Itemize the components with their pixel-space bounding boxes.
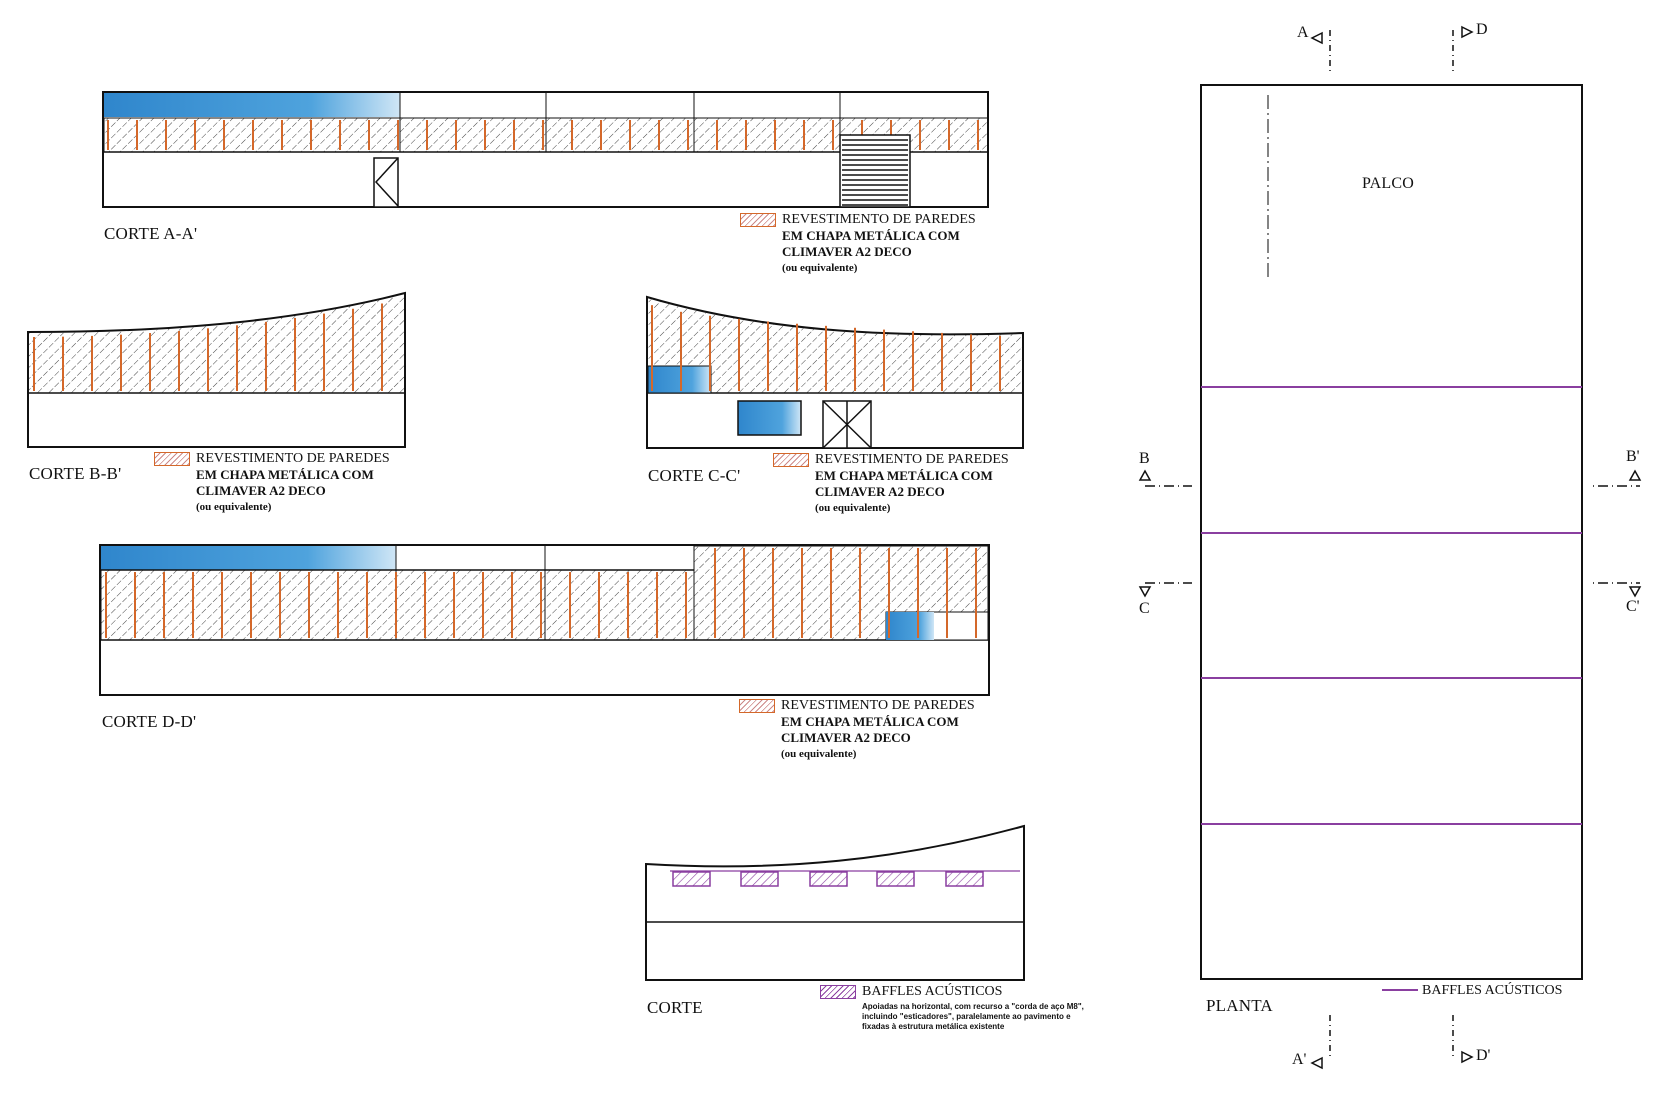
mark-a: A bbox=[1297, 24, 1309, 41]
legend-wall-c: REVESTIMENTO DE PAREDES EM CHAPA METÁLIC… bbox=[773, 452, 1009, 516]
mark-d: D bbox=[1476, 21, 1488, 38]
legend-line: EM CHAPA METÁLICA COM bbox=[196, 467, 374, 482]
legend-baffles-title: BAFFLES ACÚSTICOS bbox=[862, 984, 1003, 999]
label-palco: PALCO bbox=[1362, 175, 1414, 192]
legend-line: REVESTIMENTO DE PAREDES bbox=[782, 212, 976, 227]
section-b-b bbox=[27, 291, 406, 448]
legend-line: EM CHAPA METÁLICA COM bbox=[781, 714, 959, 729]
mark-c-prime: C' bbox=[1626, 598, 1640, 615]
mark-d-prime: D' bbox=[1476, 1047, 1491, 1064]
cladding-swatch-icon bbox=[739, 699, 775, 713]
legend-line: (ou equivalente) bbox=[196, 501, 272, 513]
label-planta: PLANTA bbox=[1206, 996, 1273, 1015]
legend-baffles-note: Apoiadas na horizontal, com recurso a "c… bbox=[862, 1002, 1084, 1031]
cladding-swatch-icon bbox=[740, 213, 776, 227]
mark-a-prime: A' bbox=[1292, 1051, 1307, 1068]
label-corte-a-a: CORTE A-A' bbox=[104, 224, 198, 243]
baffle-mark bbox=[672, 871, 711, 887]
legend-line: CLIMAVER A2 DECO bbox=[782, 244, 912, 259]
section-d-d bbox=[99, 544, 990, 696]
section-c-c bbox=[646, 295, 1024, 449]
legend-baffles: BAFFLES ACÚSTICOS bbox=[820, 984, 1002, 1000]
legend-line: (ou equivalente) bbox=[782, 262, 858, 274]
legend-wall-d: REVESTIMENTO DE PAREDES EM CHAPA METÁLIC… bbox=[739, 698, 975, 762]
legend-line: (ou equivalente) bbox=[815, 502, 891, 514]
section-a-a bbox=[102, 91, 989, 208]
mark-b-prime: B' bbox=[1626, 448, 1640, 465]
cladding-swatch-icon bbox=[773, 453, 809, 467]
plan bbox=[1138, 25, 1642, 1070]
legend-line: CLIMAVER A2 DECO bbox=[781, 730, 911, 745]
label-corte-d-d: CORTE D-D' bbox=[102, 712, 197, 731]
label-corte-b-b: CORTE B-B' bbox=[29, 464, 122, 483]
baffle-mark bbox=[809, 871, 848, 887]
baffle-mark bbox=[945, 871, 984, 887]
legend-line: EM CHAPA METÁLICA COM bbox=[815, 468, 993, 483]
legend-line: REVESTIMENTO DE PAREDES bbox=[815, 452, 1009, 467]
legend-wall-b: REVESTIMENTO DE PAREDES EM CHAPA METÁLIC… bbox=[154, 451, 390, 515]
legend-wall-a: REVESTIMENTO DE PAREDES EM CHAPA METÁLIC… bbox=[740, 212, 976, 276]
section-baffles bbox=[645, 824, 1025, 981]
legend-planta-title: BAFFLES ACÚSTICOS bbox=[1422, 983, 1563, 998]
legend-line: REVESTIMENTO DE PAREDES bbox=[781, 698, 975, 713]
mark-b: B bbox=[1139, 450, 1150, 467]
baffle-mark bbox=[740, 871, 779, 887]
legend-line: REVESTIMENTO DE PAREDES bbox=[196, 451, 390, 466]
baffle-mark bbox=[876, 871, 915, 887]
legend-line: EM CHAPA METÁLICA COM bbox=[782, 228, 960, 243]
legend-line: CLIMAVER A2 DECO bbox=[196, 483, 326, 498]
baffle-swatch-icon bbox=[820, 985, 856, 999]
legend-line: (ou equivalente) bbox=[781, 748, 857, 760]
label-corte-c-c: CORTE C-C' bbox=[648, 466, 741, 485]
legend-planta-baffles: BAFFLES ACÚSTICOS bbox=[1422, 982, 1562, 999]
mark-c: C bbox=[1139, 600, 1150, 617]
label-corte: CORTE bbox=[647, 998, 703, 1017]
cladding-swatch-icon bbox=[154, 452, 190, 466]
legend-line: CLIMAVER A2 DECO bbox=[815, 484, 945, 499]
